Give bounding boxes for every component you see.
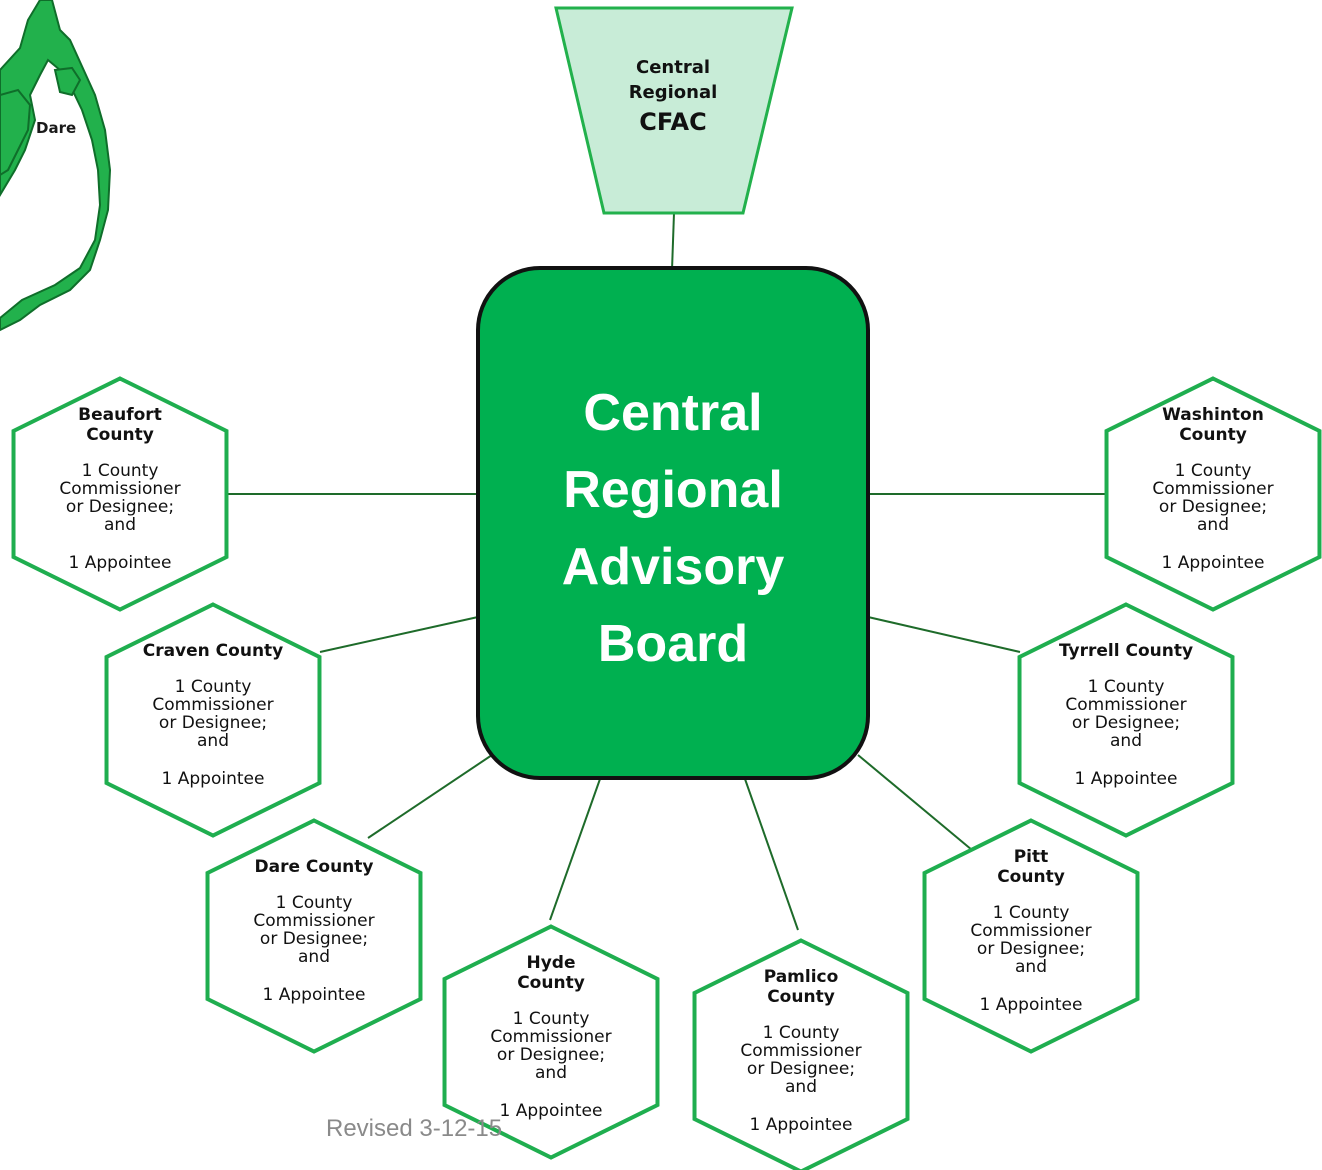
county-title: Pitt xyxy=(1014,847,1049,867)
county-title: Pamlico xyxy=(764,967,839,987)
county-body-line: 1 County xyxy=(82,461,159,481)
dare-map-fragment: Dare xyxy=(0,0,112,332)
county-title: Hyde xyxy=(526,953,575,973)
county-body-line: or Designee; xyxy=(977,939,1085,959)
connector-dare xyxy=(367,754,493,839)
county-body-line: 1 County xyxy=(993,903,1070,923)
map-label-dare: Dare xyxy=(36,119,76,137)
center-line-1: Central xyxy=(583,384,762,442)
center-line-3: Advisory xyxy=(562,538,785,596)
central-regional-advisory-board-box: Central Regional Advisory Board xyxy=(476,266,870,780)
county-body-line: Commissioner xyxy=(253,911,374,931)
center-line-2: Regional xyxy=(563,461,783,519)
county-body-line: Commissioner xyxy=(740,1041,861,1061)
county-body-line: Commissioner xyxy=(152,695,273,715)
hexagon-shape xyxy=(104,602,322,838)
county-body-line: and xyxy=(1015,957,1047,977)
hexagon-shape xyxy=(442,924,660,1160)
county-appointee: 1 Appointee xyxy=(980,995,1083,1015)
connector-hyde xyxy=(549,778,601,921)
county-title: County xyxy=(767,987,835,1007)
county-body-line: Commissioner xyxy=(1152,479,1273,499)
top-line-2: Regional xyxy=(629,82,718,103)
county-body-line: 1 County xyxy=(276,893,353,913)
central-regional-cfac-box: Central Regional CFAC xyxy=(554,6,794,215)
county-body-line: and xyxy=(535,1063,567,1083)
county-body-line: or Designee; xyxy=(66,497,174,517)
county-body-line: Commissioner xyxy=(970,921,1091,941)
county-body-line: 1 County xyxy=(1175,461,1252,481)
county-body-line: or Designee; xyxy=(747,1059,855,1079)
county-body-line: and xyxy=(197,731,229,751)
hexagon-shape xyxy=(1104,376,1322,612)
county-body-line: and xyxy=(1110,731,1142,751)
county-body-line: 1 County xyxy=(513,1009,590,1029)
hexagon-shape xyxy=(1017,602,1235,838)
hexagon-shape xyxy=(692,938,910,1170)
county-appointee: 1 Appointee xyxy=(500,1101,603,1121)
connector-top xyxy=(671,212,675,271)
county-body-line: 1 County xyxy=(1088,677,1165,697)
connector-tyrrell xyxy=(867,616,1021,653)
county-title: Washinton xyxy=(1162,405,1264,425)
connector-pamlico xyxy=(744,778,799,931)
county-body-line: Commissioner xyxy=(490,1027,611,1047)
county-appointee: 1 Appointee xyxy=(1162,553,1265,573)
county-body-line: 1 County xyxy=(175,677,252,697)
county-body-line: or Designee; xyxy=(159,713,267,733)
county-body-line: and xyxy=(104,515,136,535)
county-body-line: and xyxy=(785,1077,817,1097)
county-body-line: Commissioner xyxy=(1065,695,1186,715)
county-title: Tyrrell County xyxy=(1059,641,1193,661)
county-body-line: 1 County xyxy=(763,1023,840,1043)
county-title: Dare County xyxy=(255,857,374,877)
county-title: County xyxy=(1179,425,1247,445)
county-appointee: 1 Appointee xyxy=(263,985,366,1005)
county-appointee: 1 Appointee xyxy=(162,769,265,789)
county-appointee: 1 Appointee xyxy=(1075,769,1178,789)
revised-note: Revised 3-12-15 xyxy=(326,1115,503,1142)
county-title: County xyxy=(86,425,154,445)
county-title: County xyxy=(997,867,1065,887)
county-body-line: and xyxy=(298,947,330,967)
top-line-3: CFAC xyxy=(639,108,706,136)
county-title: Beaufort xyxy=(78,405,162,425)
center-line-4: Board xyxy=(598,615,748,673)
hexagon-shape xyxy=(922,818,1140,1054)
hexagon-shape xyxy=(11,376,229,612)
county-body-line: or Designee; xyxy=(497,1045,605,1065)
connectors xyxy=(228,212,1106,931)
county-body-line: or Designee; xyxy=(1159,497,1267,517)
county-body-line: Commissioner xyxy=(59,479,180,499)
county-body-line: or Designee; xyxy=(260,929,368,949)
connector-craven xyxy=(319,616,479,653)
county-appointee: 1 Appointee xyxy=(750,1115,853,1135)
county-appointee: 1 Appointee xyxy=(69,553,172,573)
connector-pitt xyxy=(857,754,979,856)
hexagon-shape xyxy=(205,818,423,1054)
county-title: Craven County xyxy=(143,641,284,661)
county-body-line: or Designee; xyxy=(1072,713,1180,733)
top-line-1: Central xyxy=(636,57,710,78)
county-title: County xyxy=(517,973,585,993)
county-body-line: and xyxy=(1197,515,1229,535)
